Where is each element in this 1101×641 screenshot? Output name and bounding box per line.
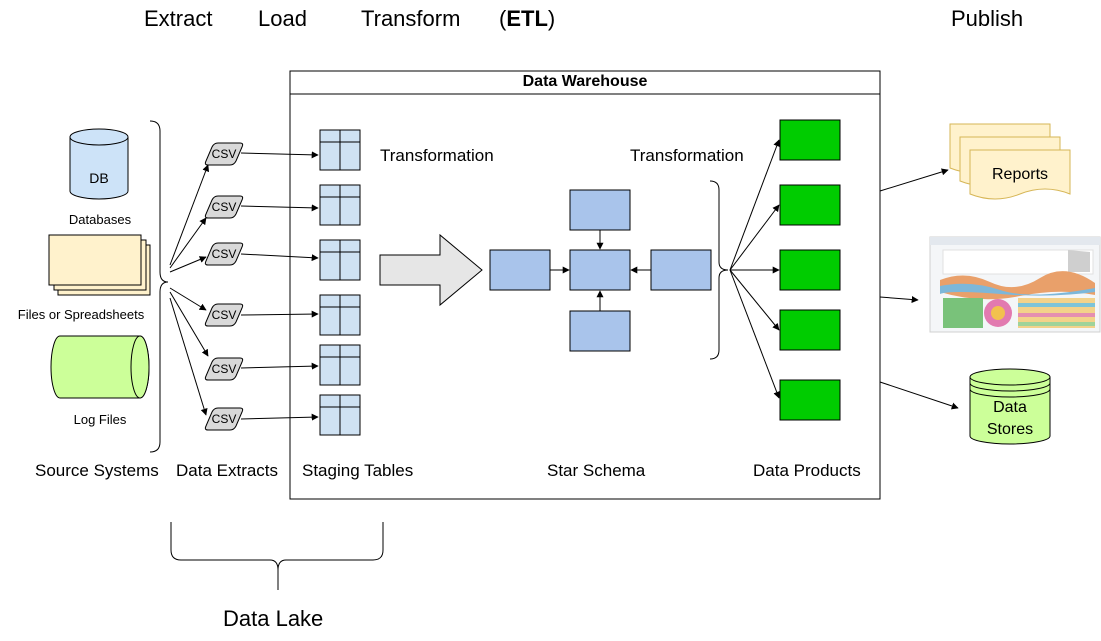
- csv-shape: [204, 407, 244, 431]
- data-stores-label-line2: Stores: [986, 421, 1034, 438]
- product-arrows: [729, 139, 781, 399]
- dimension-table-top: [569, 189, 631, 231]
- source-systems-brace: [149, 120, 169, 453]
- source-systems-caption: Source Systems: [35, 461, 159, 480]
- reports-icon: [949, 123, 1071, 200]
- csv-shapes: [204, 142, 244, 431]
- data-stores-label-line1: Data: [993, 399, 1027, 416]
- data-product: [779, 249, 841, 291]
- extract-arrows: [169, 164, 210, 416]
- csv-label: CSV: [211, 247, 237, 261]
- load-heading: Load: [258, 6, 307, 31]
- staging-table: [319, 184, 361, 226]
- database-icon: [69, 128, 129, 200]
- publish-heading: Publish: [951, 6, 1024, 31]
- dimension-table-right: [650, 249, 712, 291]
- files-label: Files or Spreadsheets: [17, 307, 145, 322]
- data-products-caption: Data Products: [753, 461, 861, 480]
- data-warehouse-title: Data Warehouse: [522, 73, 648, 90]
- transformation-label-left: Transformation: [380, 146, 494, 165]
- data-product: [779, 119, 841, 161]
- star-schema-caption: Star Schema: [547, 461, 646, 480]
- log-files-label: Log Files: [73, 412, 127, 427]
- csv-label: CSV: [211, 147, 237, 161]
- data-extracts-caption: Data Extracts: [176, 461, 279, 480]
- csv-shape: [204, 357, 244, 381]
- etl-heading: (ETL): [499, 6, 556, 31]
- transform-arrow: [379, 233, 483, 307]
- csv-label: CSV: [211, 362, 237, 376]
- extract-heading: Extract: [144, 6, 213, 31]
- data-product: [779, 309, 841, 351]
- log-files-icon: [50, 335, 150, 399]
- csv-shape: [204, 303, 244, 327]
- publish-arrows: [879, 168, 959, 410]
- star-schema: [489, 189, 712, 352]
- db-label: DB: [89, 170, 109, 186]
- fact-table: [569, 249, 631, 291]
- staging-table: [319, 129, 361, 171]
- csv-shape: [204, 142, 244, 166]
- csv-shape: [204, 195, 244, 219]
- dimension-table-bottom: [569, 310, 631, 352]
- data-product: [779, 379, 841, 421]
- staging-table: [319, 344, 361, 386]
- staging-table: [319, 239, 361, 281]
- transformation-label-right: Transformation: [630, 146, 744, 165]
- data-lake-label: Data Lake: [223, 606, 324, 631]
- files-icon: [48, 234, 151, 296]
- data-product: [779, 184, 841, 226]
- dashboard-thumbnail: [929, 236, 1101, 333]
- csv-label: CSV: [211, 200, 237, 214]
- data-products: [779, 119, 841, 421]
- reports-label: Reports: [991, 166, 1049, 183]
- csv-shape: [204, 242, 244, 266]
- staging-table: [319, 394, 361, 436]
- staging-tables: [319, 129, 361, 436]
- csv-label: CSV: [211, 308, 237, 322]
- csv-label: CSV: [211, 412, 237, 426]
- dimension-table-left: [489, 249, 551, 291]
- transform-heading: Transform: [361, 6, 461, 31]
- staging-table: [319, 294, 361, 336]
- load-arrows: [240, 151, 319, 421]
- data-lake-brace: [170, 522, 384, 590]
- data-stores-icon: [969, 368, 1051, 445]
- databases-label: Databases: [68, 212, 132, 227]
- staging-tables-caption: Staging Tables: [302, 461, 414, 480]
- data-products-brace: [709, 180, 729, 360]
